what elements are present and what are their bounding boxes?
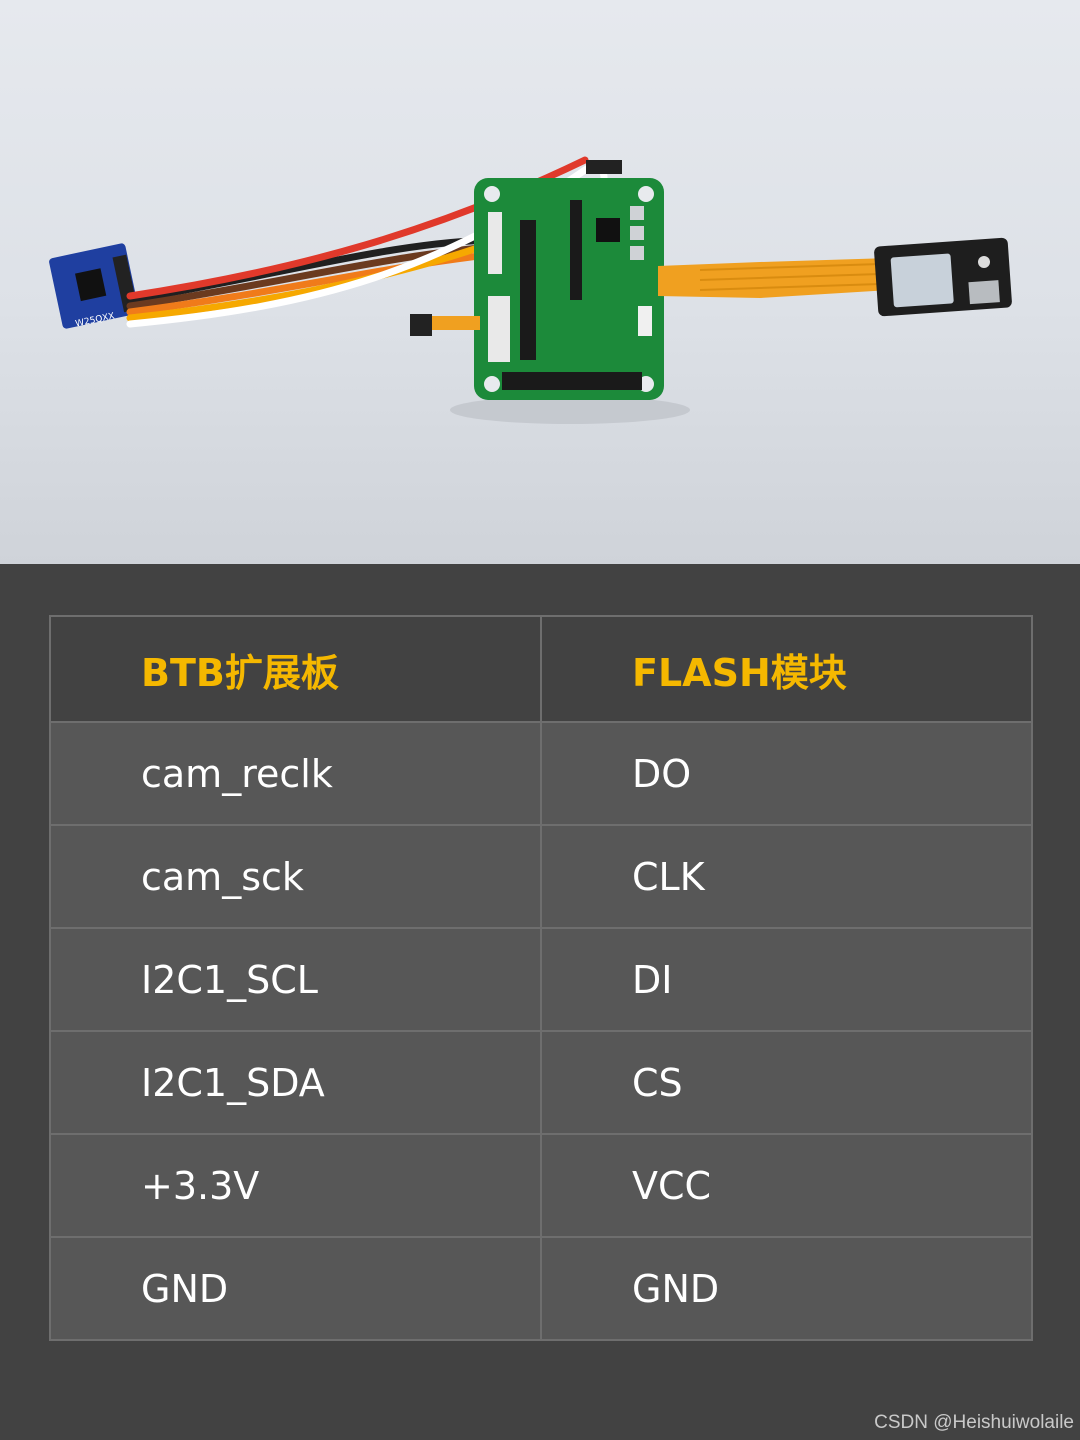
btb-pin-cell: I2C1_SDA xyxy=(49,1030,542,1135)
flash-pin-cell: GND xyxy=(540,1236,1033,1341)
flash-pin-cell: VCC xyxy=(540,1133,1033,1238)
table-row: GND GND xyxy=(49,1236,1033,1341)
flash-pin-cell: DI xyxy=(540,927,1033,1032)
header-btb-board: BTB扩展板 xyxy=(49,615,542,723)
table-row: I2C1_SCL DI xyxy=(49,927,1033,1032)
mcu-module xyxy=(874,237,1012,317)
btb-expansion-board xyxy=(474,160,664,400)
table-row: cam_sck CLK xyxy=(49,824,1033,929)
btb-pin-cell: cam_sck xyxy=(49,824,542,929)
btb-pin-cell: I2C1_SCL xyxy=(49,927,542,1032)
flash-module: W25QXX xyxy=(49,243,139,330)
hardware-photo: W25QXX xyxy=(0,0,1080,564)
flash-pin-cell: CLK xyxy=(540,824,1033,929)
hardware-illustration: W25QXX xyxy=(49,156,1012,424)
header-flash-module: FLASH模块 xyxy=(540,615,1033,723)
table-row: cam_reclk DO xyxy=(49,721,1033,826)
table-row: +3.3V VCC xyxy=(49,1133,1033,1238)
flash-pin-cell: DO xyxy=(540,721,1033,826)
table-header-row: BTB扩展板 FLASH模块 xyxy=(49,615,1033,723)
pin-mapping-table: BTB扩展板 FLASH模块 cam_reclk DO cam_sck CLK … xyxy=(49,615,1033,1341)
table-row: I2C1_SDA CS xyxy=(49,1030,1033,1135)
flash-pin-cell: CS xyxy=(540,1030,1033,1135)
btb-pin-cell: cam_reclk xyxy=(49,721,542,826)
watermark: CSDN @Heishuiwolaile xyxy=(874,1412,1074,1433)
btb-pin-cell: +3.3V xyxy=(49,1133,542,1238)
btb-pin-cell: GND xyxy=(49,1236,542,1341)
